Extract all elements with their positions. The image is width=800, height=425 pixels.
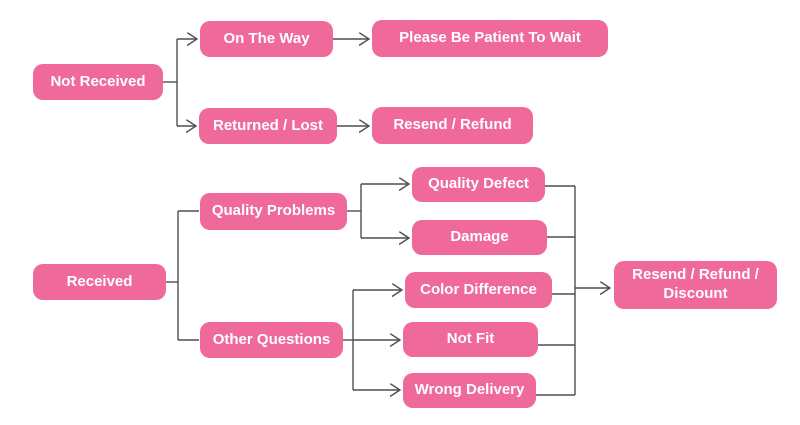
node-please-be-patient-to-wait: Please Be Patient To Wait [372, 20, 608, 57]
node-other-questions: Other Questions [200, 322, 343, 358]
node-returned-lost: Returned / Lost [199, 108, 337, 144]
node-wrong-delivery: Wrong Delivery [403, 373, 536, 408]
connector-edges [163, 39, 610, 395]
node-on-the-way: On The Way [200, 21, 333, 57]
node-quality-problems: Quality Problems [200, 193, 347, 230]
node-damage: Damage [412, 220, 547, 255]
node-received: Received [33, 264, 166, 300]
node-not-received: Not Received [33, 64, 163, 100]
node-not-fit: Not Fit [403, 322, 538, 357]
node-color-difference: Color Difference [405, 272, 552, 308]
node-quality-defect: Quality Defect [412, 167, 545, 202]
node-resend-refund: Resend / Refund [372, 107, 533, 144]
node-resend-refund-discount: Resend / Refund / Discount [614, 261, 777, 309]
